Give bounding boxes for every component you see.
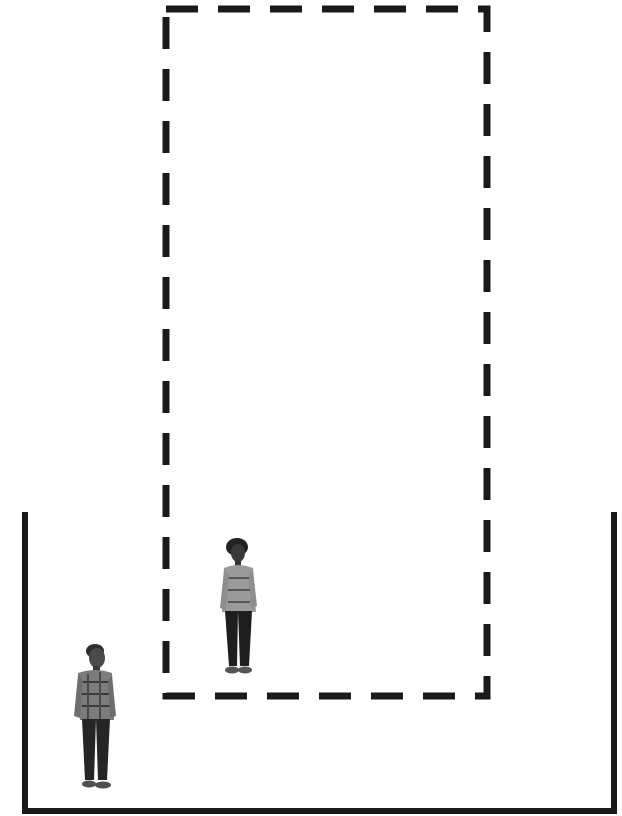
outer-enclosure <box>25 512 614 811</box>
person-plaid-shirt-icon <box>74 644 116 789</box>
person-patterned-sweater-icon <box>220 538 257 674</box>
dashed-volume-outline <box>166 9 487 696</box>
